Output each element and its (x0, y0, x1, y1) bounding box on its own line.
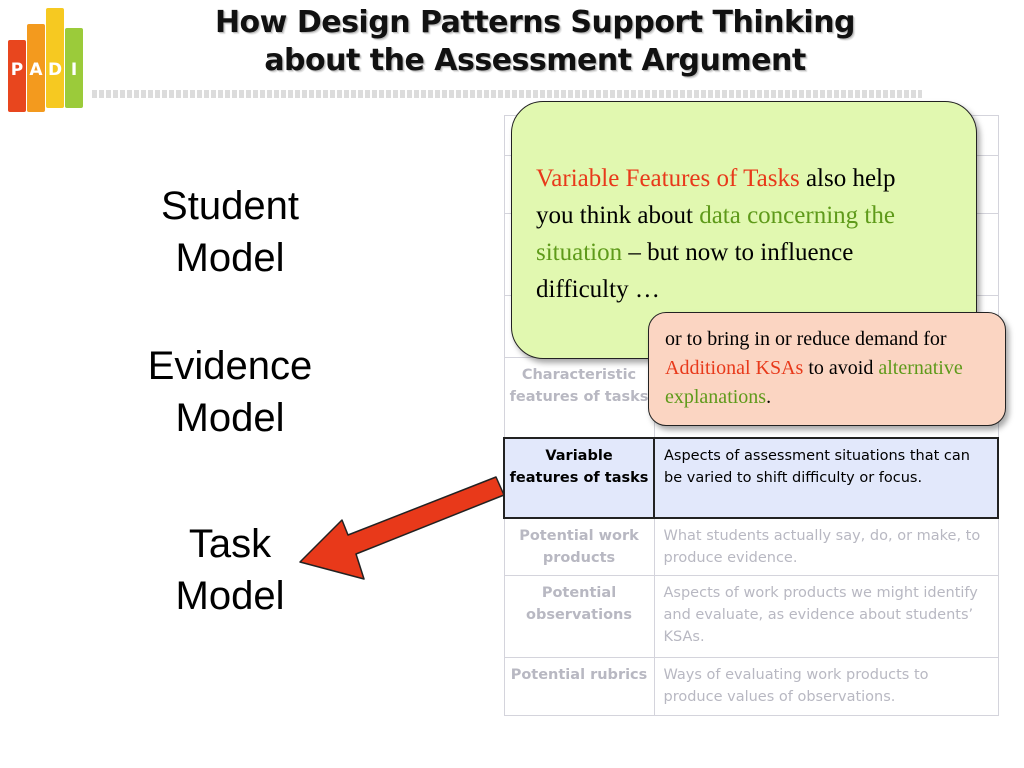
task-model-label: Task Model (115, 518, 345, 622)
label-line: Task (188, 522, 272, 566)
table-row: Potential observations Aspects of work p… (503, 575, 999, 658)
callout-text-highlight: data concerning the situation (536, 202, 895, 266)
attribute-cell: Characteristic features of tasks (503, 357, 655, 438)
logo-letter: A (29, 60, 43, 80)
table-row: Potential rubrics Ways of evaluating wor… (503, 657, 999, 716)
logo-bar-i (65, 28, 83, 108)
callout-text-highlight: alternative explanations (665, 357, 963, 408)
description-cell: What students actually say, do, or make,… (653, 517, 999, 576)
padi-logo: P A D I (8, 8, 84, 112)
table-row-highlighted: Variable features of tasks Aspects of as… (503, 436, 999, 519)
callout-text: also help you think about (536, 165, 896, 229)
logo-letter: D (47, 60, 63, 80)
attribute-cell: Potential work products (503, 517, 655, 576)
label-line: Model (175, 396, 285, 440)
callout-text: . (766, 386, 772, 408)
title-divider (92, 90, 922, 98)
callout-text-highlight: Additional KSAs (665, 357, 804, 379)
attribute-cell: Potential rubrics (503, 657, 655, 716)
description-cell: Ways of evaluating work products to prod… (653, 657, 999, 716)
label-line: Model (175, 236, 285, 280)
label-line: Student (161, 184, 299, 228)
title-line-1: How Design Patterns Support Thinking (214, 5, 856, 40)
attribute-cell: Variable features of tasks (503, 436, 655, 519)
logo-bar-a (27, 24, 45, 112)
callout-text: to avoid (803, 357, 879, 379)
label-line: Evidence (147, 344, 313, 388)
callout-additional-ksas: or to bring in or reduce demand for Addi… (648, 312, 1006, 426)
logo-letter: P (10, 60, 24, 80)
callout-text: or to bring in or reduce demand for (665, 328, 947, 350)
logo-letter: I (70, 60, 78, 80)
label-line: Model (175, 574, 285, 618)
logo-bar-p (8, 40, 26, 112)
title-line-2: about the Assessment Argument (264, 43, 806, 78)
arrow-shape (299, 476, 505, 580)
description-cell: Aspects of work products we might identi… (653, 575, 999, 658)
table-row: Potential work products What students ac… (503, 517, 999, 576)
attribute-cell: Potential observations (503, 575, 655, 658)
student-model-label: Student Model (115, 180, 345, 284)
logo-bar-d (46, 8, 64, 108)
evidence-model-label: Evidence Model (115, 340, 345, 444)
description-cell: Aspects of assessment situations that ca… (653, 436, 999, 519)
callout-text: – but now to influence difficulty … (536, 239, 854, 303)
slide-title: How Design Patterns Support Thinking abo… (110, 4, 960, 80)
callout-text-highlight: Variable Features of Tasks (536, 165, 800, 192)
